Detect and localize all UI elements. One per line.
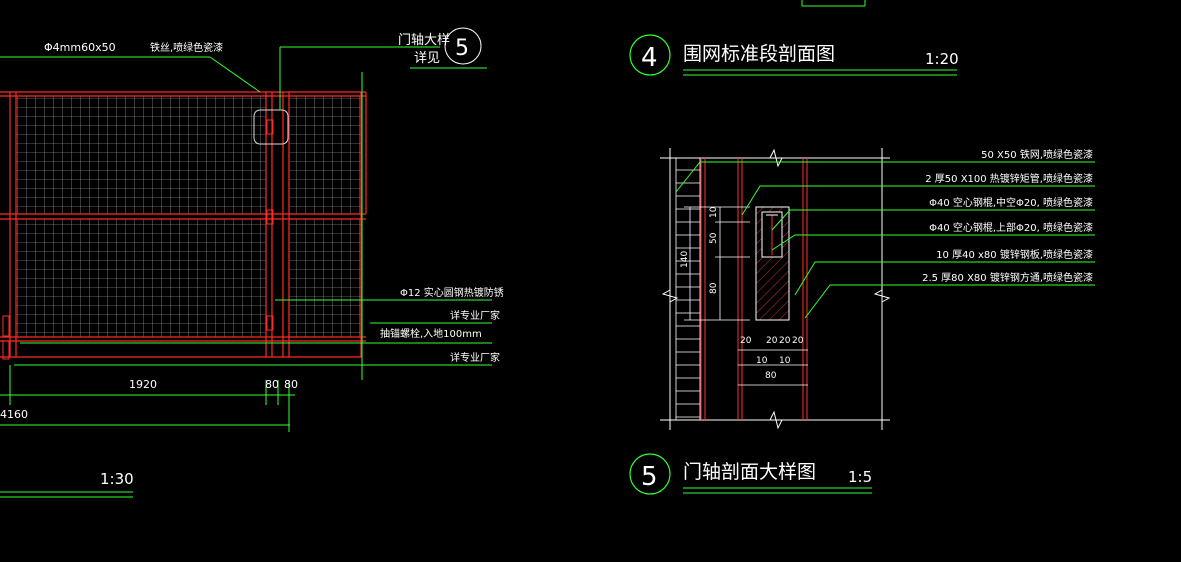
mesh-panel-lower-right xyxy=(289,219,361,337)
dim-bottom-20-c: 20 xyxy=(779,336,791,346)
bottom-dimensions: 1920 80 80 4160 xyxy=(0,365,298,432)
mesh-ladder-rungs xyxy=(676,169,700,418)
mesh-panel-lower-left xyxy=(16,219,266,337)
left-scale: 1:30 xyxy=(100,470,134,488)
note-vendor-1: 详专业厂家 xyxy=(450,309,500,322)
dim-10: 10 xyxy=(709,206,719,218)
top-fragment xyxy=(801,0,866,7)
right-notes: Φ12 实心圆钢热镀防锈 详专业厂家 抽锚螺栓,入地100mm 详专业厂家 xyxy=(14,72,504,380)
mesh-panel-upper-right xyxy=(289,96,361,214)
section-4-circle xyxy=(629,34,671,76)
fence-elevation: Φ4mm60x50 铁丝,喷绿色瓷漆 门轴大样 详见 5 Φ12 实心圆钢热镀防… xyxy=(0,27,504,498)
dim-80-a: 80 xyxy=(265,378,279,391)
dim-80-vertical: 80 xyxy=(709,282,719,294)
detail-callout: 门轴大样 详见 5 xyxy=(279,27,487,110)
vertical-dimension-lines xyxy=(684,206,750,321)
note-vendor-2: 详专业厂家 xyxy=(450,351,500,364)
note-rod: Φ12 实心圆钢热镀防锈 xyxy=(400,286,504,299)
section-4-title-block: 4 围网标准段剖面图 1:20 xyxy=(629,34,959,76)
hinge-callout-box xyxy=(253,109,289,145)
top-note: Φ4mm60x50 铁丝,喷绿色瓷漆 xyxy=(0,41,261,93)
callout-line2: 详见 xyxy=(414,51,440,66)
section-4-number: 4 xyxy=(641,43,658,73)
dim-4160: 4160 xyxy=(0,408,28,421)
bottom-dimension-lines xyxy=(738,349,808,386)
section-5-number: 5 xyxy=(641,462,658,492)
dim-bottom-20-d: 20 xyxy=(792,336,804,346)
part-label-3: Φ40 空心钢棍,中空Φ20, 喷绿色瓷漆 xyxy=(929,196,1093,209)
part-label-2: 2 厚50 X100 热镀锌矩管,喷绿色瓷漆 xyxy=(925,172,1093,185)
section-5-detail: 140 10 50 80 20 20 20 20 10 10 80 50 X50… xyxy=(660,148,1095,430)
top-note-text: 铁丝,喷绿色瓷漆 xyxy=(150,41,223,54)
left-title-block: 1:30 xyxy=(0,470,134,498)
section-5-title-block: 5 门轴剖面大样图 1:5 xyxy=(629,453,872,495)
fence-frame xyxy=(0,91,367,358)
dim-80-b: 80 xyxy=(284,378,298,391)
hinge-blocks xyxy=(2,119,274,360)
part-label-4: Φ40 空心钢棍,上部Φ20, 喷绿色瓷漆 xyxy=(929,221,1093,234)
dim-50: 50 xyxy=(709,232,719,244)
dim-bottom-20-b: 20 xyxy=(766,336,778,346)
top-note-dim: Φ4mm60x50 xyxy=(44,41,116,54)
section-5-title: 门轴剖面大样图 xyxy=(683,461,816,483)
dim-bottom-10-a: 10 xyxy=(756,356,768,366)
section-5-scale: 1:5 xyxy=(848,468,872,486)
part-labels: 50 X50 铁网,喷绿色瓷漆 2 厚50 X100 热镀锌矩管,喷绿色瓷漆 Φ40… xyxy=(922,148,1093,284)
note-anchor: 抽锚螺栓,入地100mm xyxy=(380,327,482,340)
part-label-6: 2.5 厚80 X80 镀锌钢方通,喷绿色瓷漆 xyxy=(922,271,1093,284)
mesh-panel-upper-left xyxy=(16,96,266,214)
callout-line1: 门轴大样 xyxy=(398,33,450,48)
leader-lines xyxy=(675,161,1095,319)
dim-140: 140 xyxy=(680,251,690,268)
mesh-ladder xyxy=(675,158,701,420)
section-5-circle xyxy=(629,453,671,495)
dim-bottom-80: 80 xyxy=(765,371,777,381)
section-4-title: 围网标准段剖面图 xyxy=(683,43,835,65)
dim-bottom-10-b: 10 xyxy=(779,356,791,366)
callout-number: 5 xyxy=(455,36,469,61)
part-label-1: 50 X50 铁网,喷绿色瓷漆 xyxy=(981,148,1093,161)
dim-1920: 1920 xyxy=(129,378,157,391)
callout-circle xyxy=(444,27,482,65)
dim-bottom-20-a: 20 xyxy=(740,336,752,346)
section-4-scale: 1:20 xyxy=(925,50,959,68)
part-label-5: 10 厚40 x80 镀锌钢板,喷绿色瓷漆 xyxy=(936,248,1093,261)
steel-posts xyxy=(700,158,808,420)
